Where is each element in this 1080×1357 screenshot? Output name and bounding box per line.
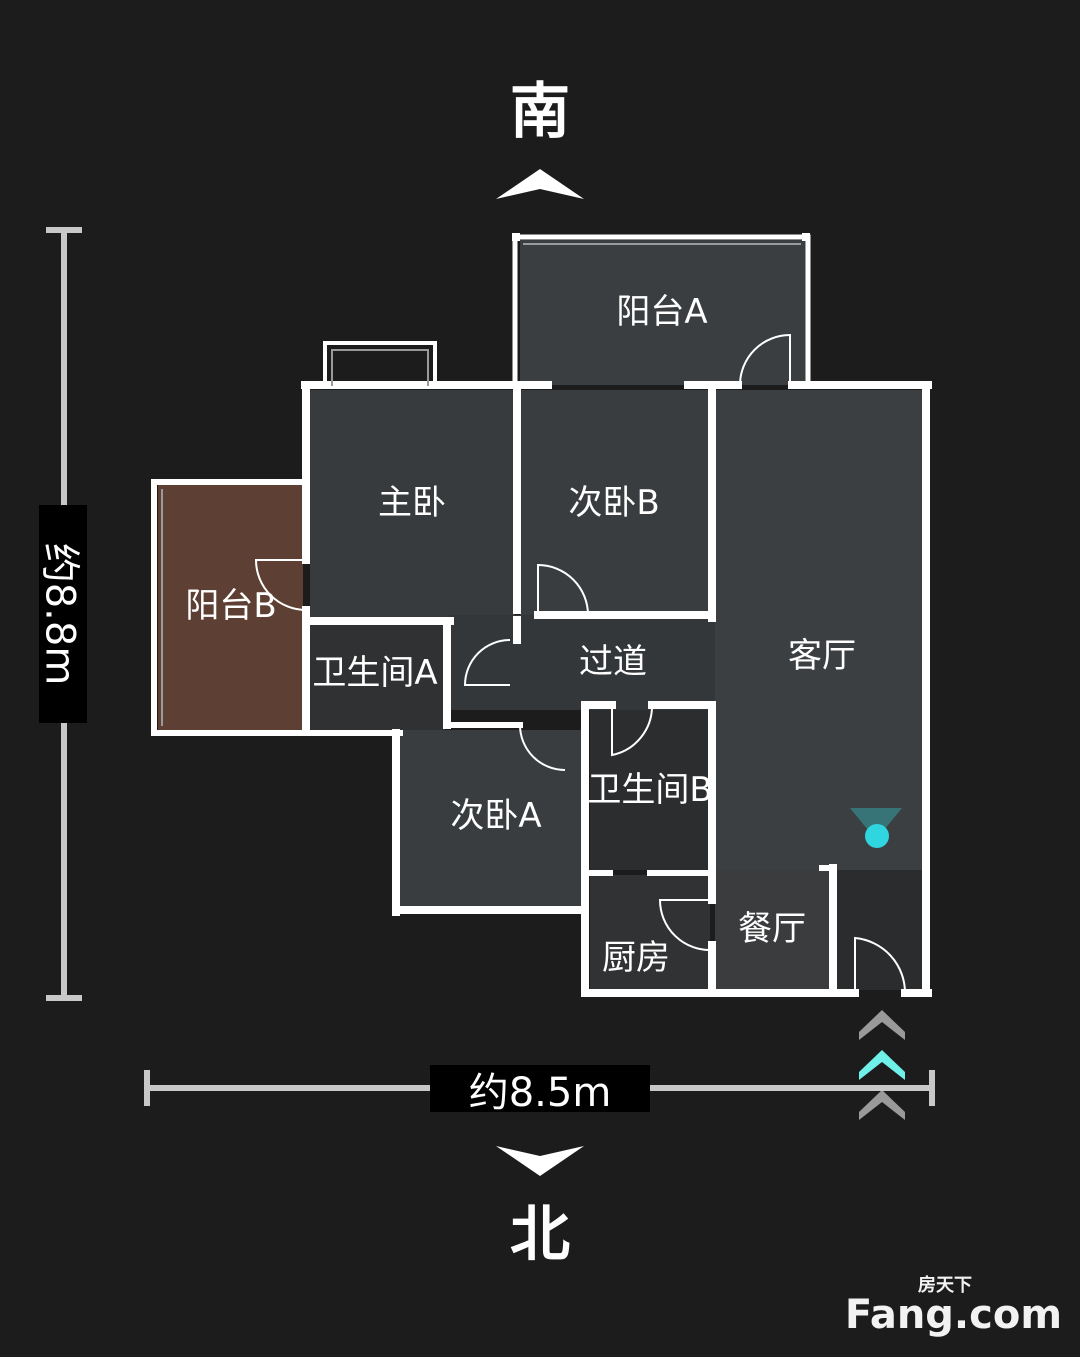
compass-north-label: 北 xyxy=(510,1200,570,1270)
brand-watermark-text: Fang.com xyxy=(844,1292,1062,1338)
location-marker-icon xyxy=(850,808,902,848)
south-arrow-icon xyxy=(496,169,584,199)
north-arrow-icon xyxy=(496,1146,584,1176)
doors xyxy=(254,333,907,994)
room-label-dining-room: 餐厅 xyxy=(738,909,806,949)
walls xyxy=(151,234,932,997)
compass-south-label: 南 xyxy=(510,77,570,147)
height-dimension-badge: 约8.8m xyxy=(36,505,87,723)
room-label-kitchen: 厨房 xyxy=(602,938,670,978)
width-dimension-label: 约8.5m xyxy=(430,1065,650,1116)
brand-watermark-cn: 房天下 xyxy=(918,1275,972,1296)
room-label-bathroom-a: 卫生间A xyxy=(312,653,438,693)
room-label-bathroom-b: 卫生间B xyxy=(587,770,713,810)
room-label-balcony-a: 阳台A xyxy=(616,292,708,332)
room-label-corridor: 过道 xyxy=(579,642,647,682)
room-label-second-bedroom-b: 次卧B xyxy=(568,483,660,523)
room-fills xyxy=(158,240,925,990)
room-label-balcony-b: 阳台B xyxy=(185,586,277,626)
room-label-living-room: 客厅 xyxy=(788,636,856,676)
room-label-master-bedroom: 主卧 xyxy=(378,483,446,523)
entrance-chevrons-icon xyxy=(859,1010,905,1120)
brand-watermark: 房天下 Fang.com xyxy=(844,1275,1062,1338)
room-label-second-bedroom-a: 次卧A xyxy=(450,796,542,836)
